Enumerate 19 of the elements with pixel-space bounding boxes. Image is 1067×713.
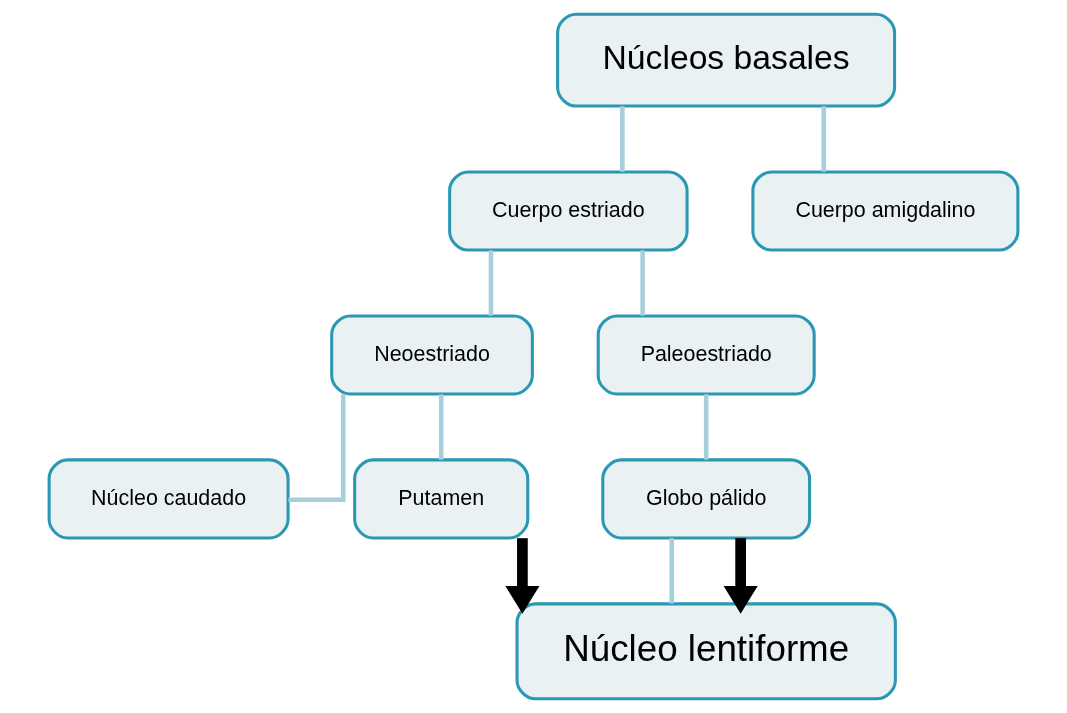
arrow bbox=[505, 538, 540, 614]
connector bbox=[703, 394, 709, 460]
arrow bbox=[723, 538, 758, 614]
connector bbox=[640, 250, 645, 316]
connector bbox=[669, 538, 675, 604]
connector bbox=[488, 250, 494, 316]
node-box: Núcleos basales bbox=[556, 12, 897, 108]
connector bbox=[288, 394, 346, 502]
connector bbox=[821, 106, 827, 172]
node-box: Cuerpo amigdalino bbox=[751, 170, 1020, 252]
node-box: Núcleo lentiforme bbox=[515, 602, 897, 701]
node-box: Putamen bbox=[353, 458, 530, 540]
node-box: Paleoestriado bbox=[596, 314, 816, 396]
connector bbox=[438, 394, 444, 460]
node-box: Globo pálido bbox=[601, 458, 812, 540]
node-box: Neoestriado bbox=[330, 314, 534, 396]
node-box: Núcleo caudado bbox=[47, 458, 290, 540]
connector bbox=[620, 106, 625, 172]
node-box: Cuerpo estriado bbox=[448, 170, 689, 252]
